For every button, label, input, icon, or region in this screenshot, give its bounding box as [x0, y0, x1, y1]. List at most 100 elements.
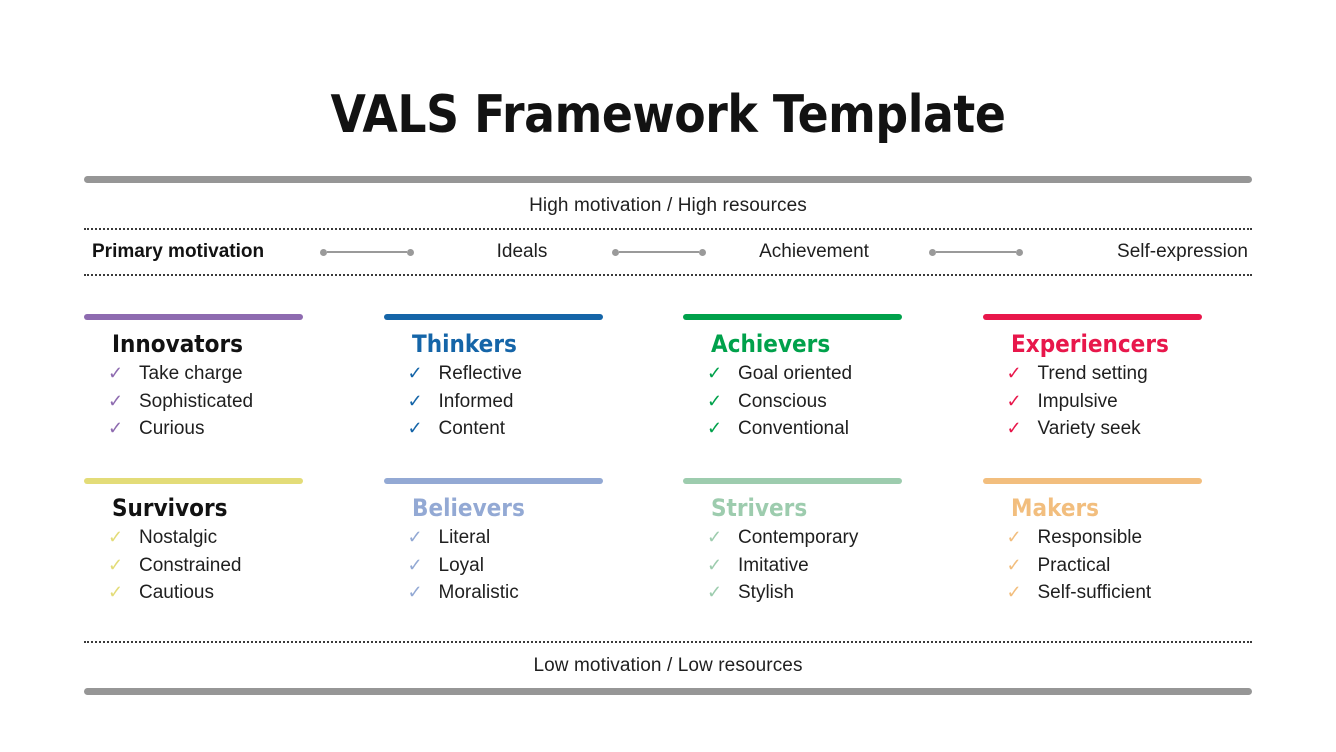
trait-label: Variety seek — [1037, 418, 1141, 440]
trait-item: ✓ Curious — [84, 415, 362, 443]
segment-accent-bar — [683, 477, 902, 484]
motivation-cell-ideals: Ideals — [376, 241, 668, 263]
connector-segment — [936, 251, 1016, 253]
trait-label: Moralistic — [438, 582, 519, 604]
check-icon: ✓ — [108, 390, 124, 411]
framework-header: High motivation / High resources Primary… — [84, 176, 1252, 276]
trait-item: ✓Stylish — [683, 579, 961, 607]
segment-card-believers: Believers✓Literal✓Loyal✓Moralistic — [383, 477, 662, 607]
trait-label: Constrained — [139, 554, 242, 576]
segment-accent-bar — [683, 314, 902, 320]
page-title: VALS Framework Template — [330, 84, 1006, 145]
connector-line-1 — [320, 248, 414, 256]
trait-label: Responsible — [1037, 527, 1143, 549]
trait-item: ✓Nostalgic — [84, 524, 362, 552]
check-icon: ✓ — [1006, 390, 1022, 411]
check-icon: ✓ — [108, 554, 124, 575]
top-rule — [84, 176, 1252, 183]
primary-motivation-row: Primary motivation Ideals Achievement Se… — [84, 230, 1252, 274]
check-icon: ✓ — [407, 390, 423, 411]
trait-label: Curious — [139, 418, 205, 440]
check-icon: ✓ — [707, 527, 723, 548]
trait-label: Self-sufficient — [1037, 582, 1152, 604]
trait-item: ✓Impulsive — [983, 388, 1261, 416]
trait-label: Practical — [1037, 554, 1111, 576]
check-icon: ✓ — [1006, 554, 1022, 575]
segment-title: Strivers — [711, 493, 808, 522]
check-icon: ✓ — [407, 527, 423, 548]
check-icon: ✓ — [707, 390, 723, 411]
segment-trait-list: ✓Trend setting✓Impulsive✓Variety seek — [983, 360, 1261, 443]
trait-item: ✓ Conventional — [683, 415, 961, 443]
low-band-label: Low motivation / Low resources — [533, 655, 803, 676]
segment-card-makers: Makers✓Responsible✓ Practical✓ Self-suffic… — [982, 477, 1261, 607]
bottom-rule — [84, 688, 1252, 695]
connector-dot-left — [612, 248, 619, 256]
check-icon: ✓ — [108, 582, 124, 603]
trait-label: Informed — [438, 390, 514, 412]
segment-trait-list: ✓Nostalgic✓Constrained✓Cautious — [84, 524, 362, 607]
framework-footer: Low motivation / Low resources — [84, 641, 1252, 695]
trait-label: Sophisticated — [139, 390, 254, 412]
segment-accent-bar — [84, 477, 303, 484]
divider-dotted-top — [84, 228, 1252, 230]
trait-item: ✓ Reflective — [384, 360, 662, 388]
segment-trait-list: ✓Responsible✓ Practical✓ Self-sufficient — [983, 524, 1261, 607]
motivation-label-achievement: Achievement — [759, 241, 869, 262]
segment-row-top: Innovators ✓ Take charge ✓ Sophisticated ✓ Cur… — [84, 314, 1260, 443]
segment-trait-list: ✓Goal oriented✓Conscious✓Conventional — [683, 360, 961, 443]
segment-card-survivors: Survivors✓Nostalgic✓Constrained✓Cautious — [84, 477, 362, 607]
trait-item: ✓Cautious — [84, 579, 362, 607]
segment-accent-bar — [982, 477, 1202, 484]
connector-segment — [327, 251, 407, 253]
check-icon: ✓ — [707, 418, 723, 439]
trait-item: ✓Content — [384, 415, 662, 443]
trait-label: Goal oriented — [738, 363, 853, 385]
check-icon: ✓ — [108, 527, 124, 548]
trait-label: Literal — [438, 527, 491, 549]
segments-grid: Innovators ✓ Take charge ✓ Sophisticated ✓ Cur… — [84, 314, 1260, 607]
high-band-label: High motivation / High resources — [529, 195, 807, 216]
trait-label: Reflective — [438, 363, 522, 385]
check-icon: ✓ — [707, 582, 723, 603]
check-icon: ✓ — [1006, 418, 1022, 439]
segment-accent-bar — [383, 314, 603, 320]
trait-item: ✓ Take charge — [84, 360, 362, 388]
trait-item: ✓Responsible — [983, 524, 1261, 552]
segment-card-experiencers: Experiencers✓Trend setting✓Impulsive✓Var… — [982, 314, 1261, 443]
segment-card-thinkers: Thinkers ✓ Reflective ✓ Informed ✓Content — [383, 314, 662, 443]
trait-label: Loyal — [438, 554, 484, 576]
trait-label: Take charge — [139, 363, 243, 385]
check-icon: ✓ — [407, 363, 423, 384]
trait-item: ✓ Informed — [384, 388, 662, 416]
connector-line-2 — [612, 248, 706, 256]
connector-dot-right — [1016, 248, 1023, 256]
check-icon: ✓ — [108, 363, 124, 384]
motivation-cell-achievement: Achievement — [668, 241, 960, 263]
trait-label: Contemporary — [738, 527, 859, 549]
trait-item: ✓Imitative — [683, 552, 961, 580]
segment-title: Innovators — [112, 330, 243, 358]
trait-label: Conventional — [738, 418, 849, 440]
motivation-label-ideals: Ideals — [496, 241, 548, 262]
connector-dot-right — [407, 248, 414, 256]
divider-dotted-mid — [84, 274, 1252, 276]
check-icon: ✓ — [1006, 363, 1022, 384]
segment-row-bottom: Survivors✓Nostalgic✓Constrained✓Cautious… — [84, 477, 1261, 607]
trait-label: Trend setting — [1037, 363, 1148, 385]
check-icon: ✓ — [108, 418, 124, 439]
segment-trait-list: ✓ Reflective ✓ Informed ✓Content — [384, 360, 662, 443]
trait-item: ✓ Sophisticated — [84, 388, 362, 416]
trait-label: Conscious — [738, 390, 827, 412]
segment-card-strivers: Strivers✓Contemporary✓Imitative✓Stylish — [683, 477, 961, 607]
segment-title: Makers — [1010, 493, 1099, 522]
trait-item: ✓ Practical — [983, 552, 1261, 580]
motivation-cell-self-expression: Self-expression — [960, 241, 1252, 263]
check-icon: ✓ — [407, 582, 423, 603]
trait-label: Content — [438, 418, 506, 440]
trait-item: ✓ Conscious — [683, 388, 961, 416]
segment-title: Thinkers — [411, 330, 517, 358]
trait-item: ✓Goal oriented — [683, 360, 961, 388]
trait-label: Imitative — [738, 554, 809, 576]
segment-trait-list: ✓ Take charge ✓ Sophisticated ✓ Curious — [84, 360, 362, 443]
